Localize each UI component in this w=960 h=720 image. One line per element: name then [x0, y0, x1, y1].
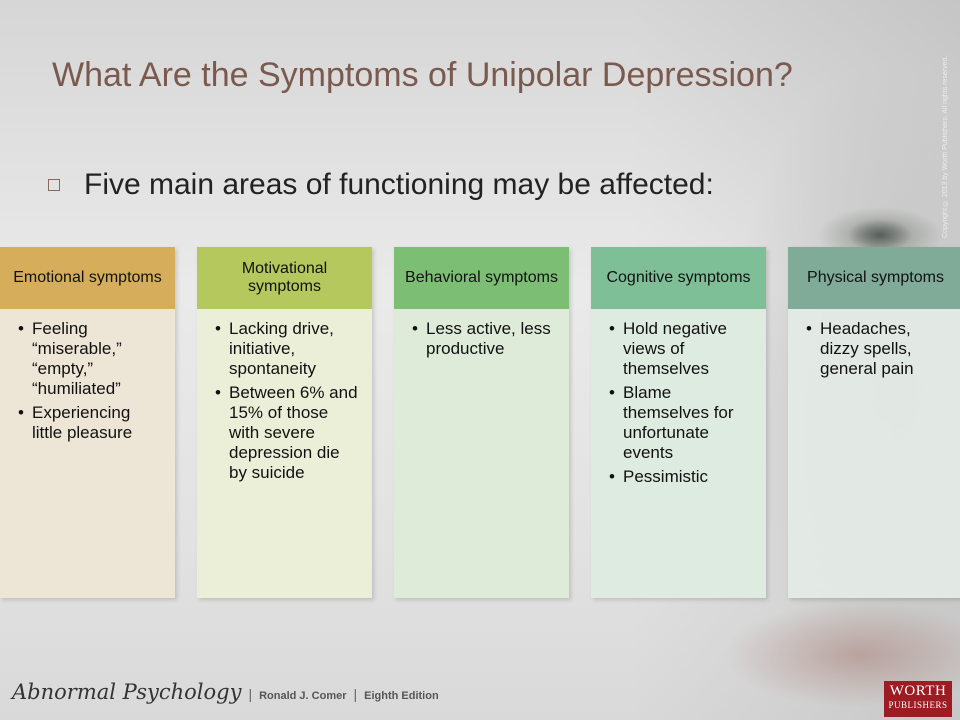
- publisher-name: WORTH: [889, 683, 947, 699]
- author-name: Ronald J. Comer: [259, 690, 347, 702]
- publisher-sub: PUBLISHERS: [888, 700, 948, 710]
- card-body: Hold negative views of themselves Blame …: [591, 309, 766, 598]
- square-bullet-icon: [48, 179, 60, 191]
- card-motivational-symptoms: Motivational symptoms Lacking drive, ini…: [197, 247, 372, 598]
- symptom-item: Lacking drive, initiative, spontaneity: [213, 319, 360, 379]
- card-heading: Motivational symptoms: [197, 247, 372, 309]
- book-title: Abnormal Psychology: [12, 680, 242, 704]
- symptom-item: Less active, less productive: [410, 319, 557, 359]
- card-heading: Behavioral symptoms: [394, 247, 569, 309]
- card-cognitive-symptoms: Cognitive symptoms Hold negative views o…: [591, 247, 766, 598]
- card-heading: Cognitive symptoms: [591, 247, 766, 309]
- card-body: Headaches, dizzy spells, general pain: [788, 309, 960, 598]
- symptom-item: Headaches, dizzy spells, general pain: [804, 319, 951, 379]
- card-body: Lacking drive, initiative, spontaneity B…: [197, 309, 372, 598]
- card-physical-symptoms: Physical symptoms Headaches, dizzy spell…: [788, 247, 960, 598]
- edition-label: Eighth Edition: [364, 690, 439, 702]
- publisher-logo: WORTH PUBLISHERS: [884, 681, 952, 717]
- lead-text: Five main areas of functioning may be af…: [84, 168, 714, 201]
- symptom-item: Pessimistic: [607, 467, 754, 487]
- card-heading: Emotional symptoms: [0, 247, 175, 309]
- footer-separator: |: [248, 686, 253, 702]
- symptom-item: Blame themselves for unfortunate events: [607, 383, 754, 463]
- footer-separator: |: [353, 686, 358, 702]
- card-emotional-symptoms: Emotional symptoms Feeling “miserable,” …: [0, 247, 175, 598]
- card-body: Less active, less productive: [394, 309, 569, 598]
- card-body: Feeling “miserable,” “empty,” “humiliate…: [0, 309, 175, 598]
- symptom-item: Feeling “miserable,” “empty,” “humiliate…: [16, 319, 163, 399]
- copyright-notice: Copyright © 2013 by Worth Publishers. Al…: [942, 55, 949, 238]
- symptom-item: Experiencing little pleasure: [16, 403, 163, 443]
- card-behavioral-symptoms: Behavioral symptoms Less active, less pr…: [394, 247, 569, 598]
- card-heading: Physical symptoms: [788, 247, 960, 309]
- slide-title: What Are the Symptoms of Unipolar Depres…: [52, 56, 793, 94]
- symptom-item: Hold negative views of themselves: [607, 319, 754, 379]
- symptom-item: Between 6% and 15% of those with severe …: [213, 383, 360, 483]
- lead-bullet: Five main areas of functioning may be af…: [48, 168, 714, 202]
- footer: Abnormal Psychology | Ronald J. Comer | …: [12, 680, 439, 704]
